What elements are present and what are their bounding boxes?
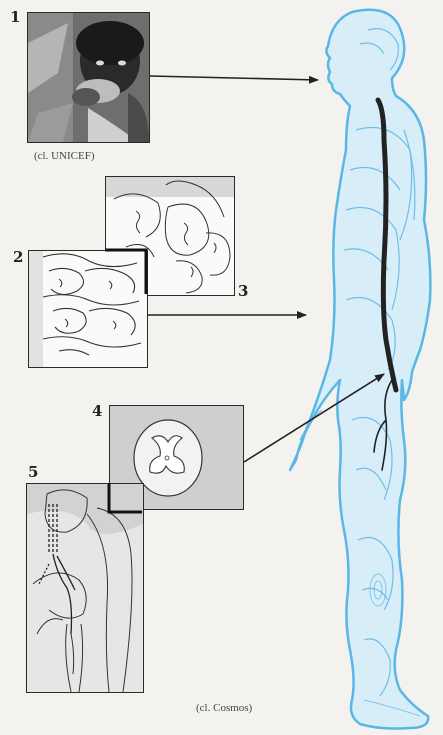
panel-number-4: 4 — [92, 402, 102, 420]
pelvic-nerve-panel — [26, 483, 144, 693]
intestine-detail — [29, 251, 147, 367]
sciatic-nerve-branch — [374, 380, 392, 470]
panel-number-3: 3 — [238, 282, 248, 300]
arrow-cross-section-to-spine — [244, 374, 384, 462]
panel-number-2: 2 — [13, 248, 23, 266]
spinal-cord-line — [378, 100, 396, 390]
photo-panel — [27, 12, 150, 143]
figure-credit: (cl. Cosmos) — [196, 702, 252, 714]
panel-number-1: 1 — [10, 8, 20, 26]
photo-credit: (cl. UNICEF) — [34, 150, 95, 162]
human-body-figure — [290, 10, 430, 729]
panel-number-5: 5 — [28, 463, 38, 481]
intestine-detail-panel — [28, 250, 148, 368]
arrow-photo-to-head — [150, 76, 318, 80]
photo-child-drinking — [28, 13, 149, 142]
pelvic-nerve-detail — [27, 484, 143, 692]
